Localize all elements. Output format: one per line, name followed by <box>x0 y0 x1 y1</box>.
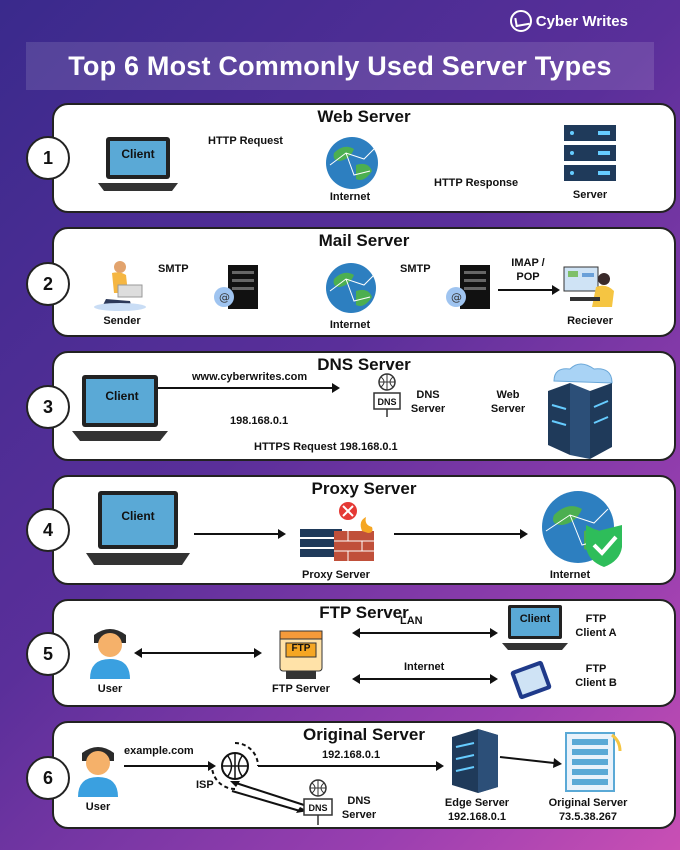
tablet-icon <box>510 660 552 700</box>
edge-server-icon <box>452 729 498 793</box>
bidirectional-arrow-icon <box>352 674 498 684</box>
mail-server-icon: @ <box>214 265 258 309</box>
card-dns-server: DNS Server Client www.cyberwrites.com 19… <box>52 351 676 461</box>
receiver-label: Reciever <box>567 315 613 327</box>
ftp-icon-label: FTP <box>291 643 311 654</box>
http-request-label: HTTP Request <box>208 135 283 147</box>
card-number-1: 1 <box>26 136 70 180</box>
card-title: DNS Server <box>317 355 411 374</box>
brand: Cyber Writes <box>509 10 628 32</box>
client-screen-label: Client <box>519 613 551 625</box>
arrow-right-icon <box>499 756 562 768</box>
arrow-right-icon <box>124 761 216 771</box>
user-label: User <box>85 801 111 813</box>
arrow-right-icon <box>194 529 286 539</box>
imap-pop-label: IMAP / POP <box>511 257 545 283</box>
card-number-2: 2 <box>26 262 70 306</box>
client-label: Client <box>121 147 155 161</box>
bidirectional-arrow-icon <box>230 781 308 813</box>
lan-label: LAN <box>400 615 423 627</box>
sender-label: Sender <box>103 315 141 327</box>
web-server-label: Web Server <box>490 389 526 415</box>
mail-server-icon: @ <box>446 265 490 309</box>
globe-icon <box>326 263 376 313</box>
url-label: www.cyberwrites.com <box>192 371 308 383</box>
dns-server-icon <box>373 373 401 417</box>
card-ftp-server: FTP Server User FTP FTP Server LAN Inter… <box>52 599 676 707</box>
proxy-server-label: Proxy Server <box>302 569 370 581</box>
dns-server-icon <box>303 779 333 825</box>
https-request-label: HTTPS Request 198.168.0.1 <box>254 441 398 453</box>
ip-label: 192.168.0.1 <box>322 749 381 761</box>
card-original-server: Original Server User example.com ISP 192… <box>52 721 676 829</box>
original-server-label: Original Server 73.5.38.267 <box>548 797 628 823</box>
user-avatar-icon <box>90 629 130 679</box>
client-label: Client <box>121 509 155 523</box>
smtp-label-1: SMTP <box>158 263 189 275</box>
internet-label: Internet <box>404 661 445 673</box>
laptop-icon <box>86 491 190 565</box>
dns-icon-label: DNS <box>308 803 328 813</box>
smtp-label-2: SMTP <box>400 263 431 275</box>
sender-person-icon <box>94 261 146 311</box>
dns-server-label: DNS Server <box>410 389 446 415</box>
laptop-icon <box>72 375 168 441</box>
http-response-label: HTTP Response <box>434 177 519 189</box>
user-avatar-icon <box>78 747 118 797</box>
bidirectional-arrow-icon <box>134 648 262 658</box>
ftp-server-label: FTP Server <box>272 683 330 695</box>
arrow-right-icon <box>394 529 528 539</box>
svg-text:@: @ <box>219 291 230 304</box>
isp-label: ISP <box>196 779 214 791</box>
edge-server-label: Edge Server 192.168.0.1 <box>444 797 510 823</box>
arrow-right-icon <box>258 761 444 771</box>
laptop-icon <box>98 137 178 191</box>
internet-label: Internet <box>329 319 371 331</box>
web-server-racks-icon <box>548 363 613 459</box>
card-number-3: 3 <box>26 385 70 429</box>
card-web-server: Web Server Client HTTP Request Internet … <box>52 103 676 213</box>
user-label: User <box>97 683 123 695</box>
ftp-client-a-label: FTP Client A <box>575 613 617 639</box>
card-title: FTP Server <box>319 603 409 622</box>
card-title: Original Server <box>303 725 425 744</box>
arrow-right-icon <box>498 285 560 295</box>
cyber-writes-logo-icon <box>509 10 532 32</box>
card-number-4: 4 <box>26 508 70 552</box>
arrow-right-icon <box>158 383 340 393</box>
dns-server-label: DNS Server <box>341 795 377 821</box>
dns-icon-label: DNS <box>377 397 397 407</box>
ftp-server-icon <box>279 630 323 679</box>
card-number-5: 5 <box>26 632 70 676</box>
bidirectional-arrow-icon <box>352 628 498 638</box>
isp-globe-icon <box>211 742 259 790</box>
card-title: Mail Server <box>318 231 410 250</box>
internet-label: Internet <box>549 569 591 581</box>
internet-label: Internet <box>329 191 371 203</box>
globe-shield-icon <box>542 491 622 567</box>
origin-server-icon <box>565 732 622 792</box>
card-number-6: 6 <box>26 756 70 800</box>
server-rack-icon <box>564 125 616 181</box>
brand-name: Cyber Writes <box>535 12 628 30</box>
ftp-client-b-label: FTP Client B <box>575 663 617 689</box>
ip-label: 198.168.0.1 <box>230 415 289 427</box>
card-title: Web Server <box>317 107 411 126</box>
domain-label: example.com <box>124 745 194 757</box>
server-label: Server <box>572 189 608 201</box>
proxy-firewall-icon <box>300 502 374 561</box>
card-title: Proxy Server <box>311 479 417 498</box>
laptop-icon <box>502 605 568 650</box>
svg-text:@: @ <box>451 291 462 304</box>
card-mail-server: Mail Server Sender SMTP @ Internet SMTP … <box>52 227 676 337</box>
card-proxy-server: Proxy Server Client Proxy Server Interne… <box>52 475 676 585</box>
client-label: Client <box>105 389 139 403</box>
globe-icon <box>326 137 378 189</box>
page-title: Top 6 Most Commonly Used Server Types <box>26 42 654 90</box>
receiver-person-icon <box>563 266 614 307</box>
